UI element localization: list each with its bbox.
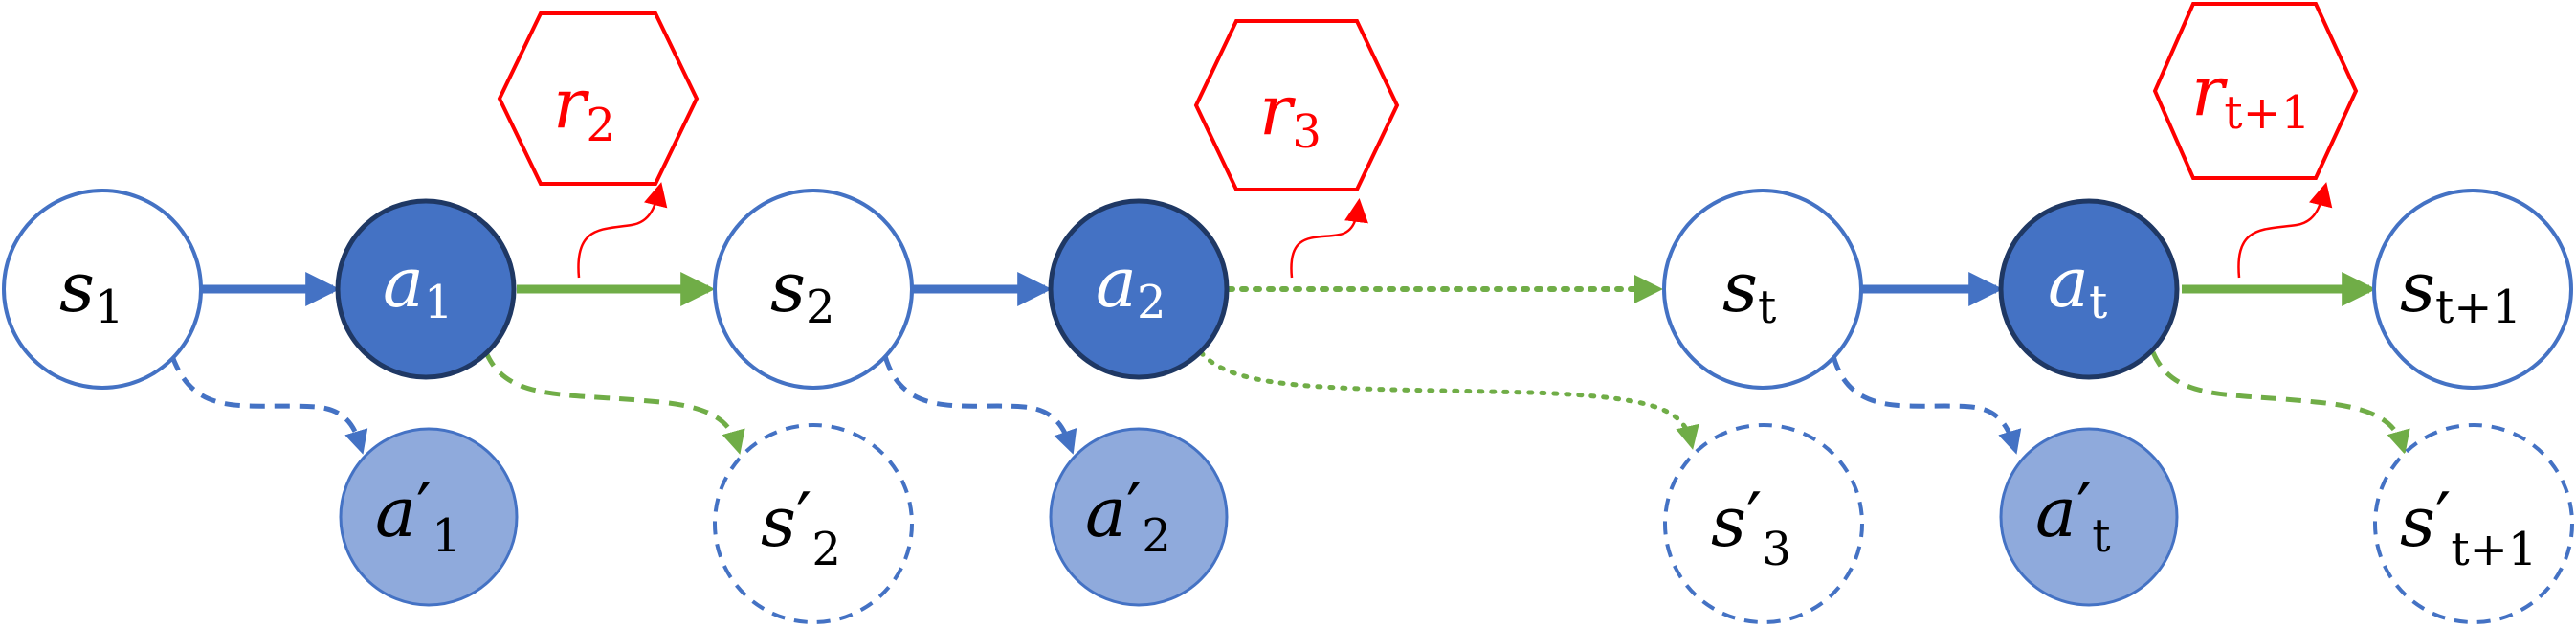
svg-text:r2: r2 — [553, 63, 615, 152]
svg-text:rt+1: rt+1 — [2191, 51, 2310, 140]
edge-a2-sp3-dotted — [1198, 349, 1699, 450]
edge-s1-ap1-dashed — [169, 355, 368, 455]
svg-text:st+1: st+1 — [2400, 247, 2521, 334]
node-spt1: s′t+1 — [2373, 423, 2574, 624]
reward-link-r3 — [1290, 198, 1368, 279]
node-ap2: a′2 — [1049, 427, 1229, 607]
svg-text:s′3: s′3 — [1711, 478, 1791, 576]
svg-text:s′t+1: s′t+1 — [2400, 478, 2537, 576]
reward-r3: r3 — [1193, 19, 1400, 191]
svg-text:a′2: a′2 — [1085, 468, 1171, 563]
node-ap1: a′1 — [339, 427, 519, 607]
node-a1: a1 — [335, 198, 517, 380]
node-a2: a2 — [1048, 198, 1230, 380]
svg-text:at: at — [2048, 242, 2107, 329]
svg-text:s1: s1 — [59, 247, 124, 334]
node-st1: st+1 — [2372, 189, 2573, 390]
svg-text:a′t: a′t — [2035, 468, 2111, 563]
edge-at-spt1-dashed — [2150, 351, 2410, 455]
edge-st-apt-dashed — [1831, 355, 2022, 455]
node-sp3: s′3 — [1663, 423, 1864, 624]
edge-s2-ap2-dashed — [882, 355, 1077, 455]
node-sp2: s′2 — [713, 423, 914, 624]
svg-text:a2: a2 — [1096, 242, 1166, 329]
reward-rt1: rt+1 — [2152, 1, 2359, 180]
node-s2: s2 — [713, 189, 914, 390]
svg-text:r3: r3 — [1259, 70, 1321, 159]
reward-link-r2 — [577, 182, 668, 279]
node-apt: a′t — [1999, 427, 2179, 607]
svg-text:a′1: a′1 — [375, 468, 461, 563]
reward-r2: r2 — [497, 11, 700, 186]
svg-text:a1: a1 — [383, 242, 453, 329]
node-st: st — [1662, 189, 1863, 390]
svg-text:s2: s2 — [770, 247, 835, 334]
edge-a1-sp2-dashed — [483, 351, 745, 455]
svg-text:st: st — [1722, 247, 1776, 334]
svg-text:s′2: s′2 — [761, 478, 841, 576]
node-s1: s1 — [2, 189, 203, 390]
node-at: at — [1998, 198, 2180, 380]
reward-link-rt1 — [2237, 182, 2333, 279]
